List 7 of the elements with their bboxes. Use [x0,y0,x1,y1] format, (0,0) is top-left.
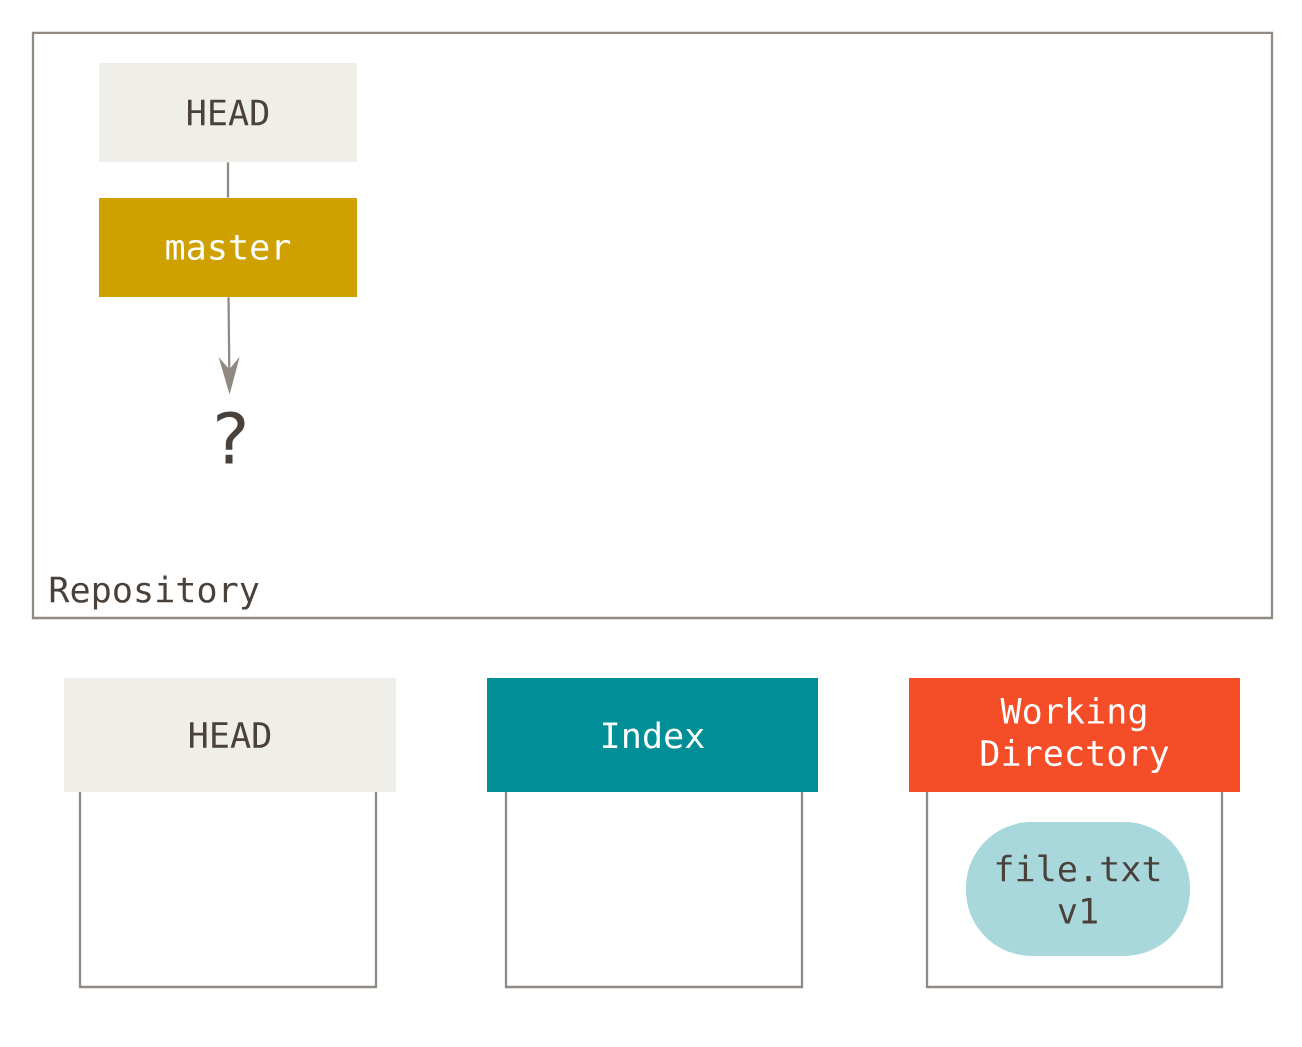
file-blob: file.txt v1 [966,822,1190,956]
question-mark: ? [217,411,245,464]
ref-box: HEAD [99,63,357,162]
tree-column: HEAD [64,678,396,989]
ref-box: master [99,198,357,297]
tree-column: Index [487,678,818,989]
connector-line [226,162,230,198]
